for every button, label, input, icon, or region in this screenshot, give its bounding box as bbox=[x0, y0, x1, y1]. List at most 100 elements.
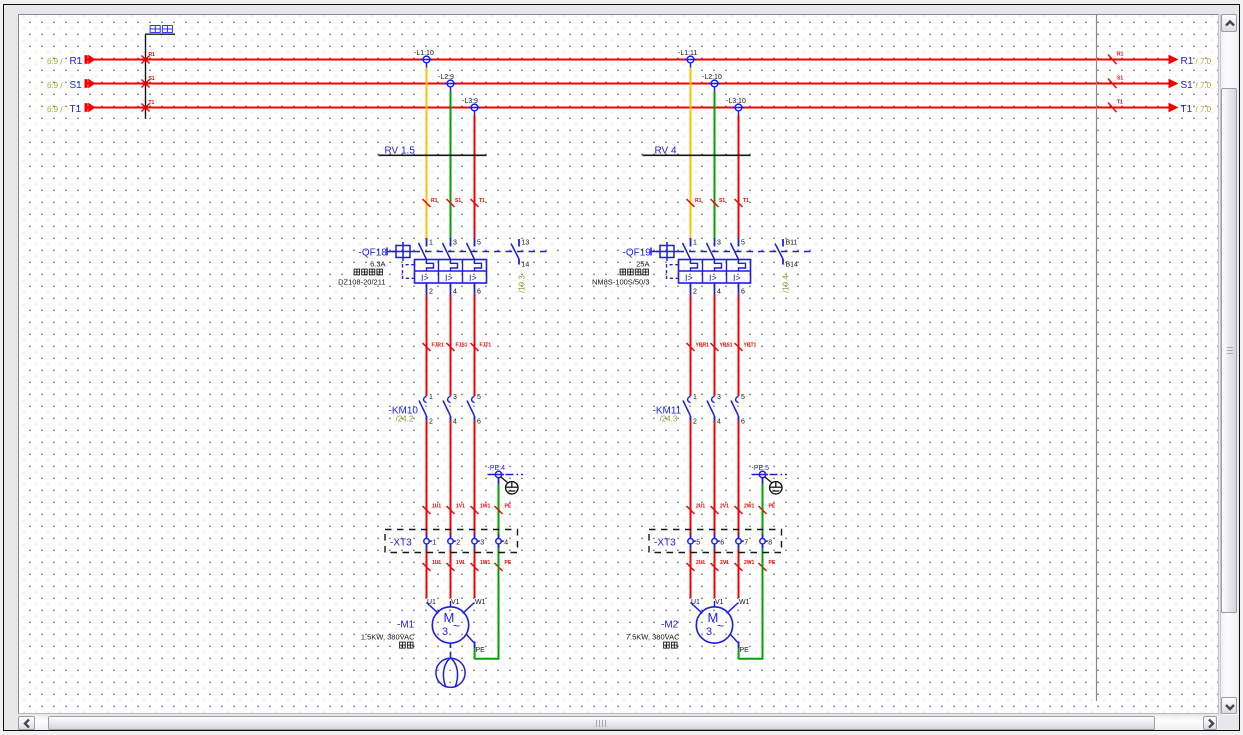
svg-text:4: 4 bbox=[453, 419, 457, 426]
svg-text:S1: S1 bbox=[70, 80, 83, 91]
svg-text:R1: R1 bbox=[149, 52, 156, 58]
svg-text:PE: PE bbox=[769, 560, 776, 566]
svg-text:5: 5 bbox=[696, 540, 700, 547]
svg-text:R1: R1 bbox=[695, 198, 702, 204]
svg-text:-XT3: -XT3 bbox=[390, 537, 412, 548]
svg-text:T1: T1 bbox=[1181, 104, 1193, 115]
svg-text:T1: T1 bbox=[70, 104, 82, 115]
svg-text:YBR1: YBR1 bbox=[696, 342, 710, 348]
svg-text:14: 14 bbox=[522, 261, 530, 268]
svg-text:6: 6 bbox=[477, 289, 481, 296]
svg-text:4: 4 bbox=[717, 419, 721, 426]
svg-text:-PE:5: -PE:5 bbox=[752, 465, 770, 472]
svg-text:S1: S1 bbox=[1117, 76, 1123, 82]
svg-text:2: 2 bbox=[429, 419, 433, 426]
svg-text:S1: S1 bbox=[719, 198, 725, 204]
svg-text:T1: T1 bbox=[1117, 100, 1123, 106]
svg-text:3: 3 bbox=[453, 240, 457, 247]
svg-text:-M2: -M2 bbox=[661, 620, 679, 631]
svg-text:YBS1: YBS1 bbox=[720, 342, 733, 348]
svg-text:RV 4: RV 4 bbox=[655, 146, 677, 157]
svg-text:3: 3 bbox=[480, 540, 484, 547]
svg-text:13: 13 bbox=[522, 240, 530, 247]
svg-text:2V1: 2V1 bbox=[720, 560, 729, 566]
svg-text:R1: R1 bbox=[70, 56, 83, 67]
svg-text:I>: I> bbox=[709, 273, 717, 283]
svg-text:-L2:9: -L2:9 bbox=[438, 74, 454, 81]
svg-text:/24.3: /24.3 bbox=[660, 415, 678, 424]
svg-text:4: 4 bbox=[453, 289, 457, 296]
svg-text:U1: U1 bbox=[427, 599, 436, 606]
svg-text:M: M bbox=[708, 610, 719, 625]
svg-text:S1: S1 bbox=[455, 198, 461, 204]
svg-text:1: 1 bbox=[693, 240, 697, 247]
svg-text:M: M bbox=[444, 610, 455, 625]
svg-text:I>: I> bbox=[445, 273, 453, 283]
svg-text:PE: PE bbox=[740, 647, 750, 654]
svg-text:~: ~ bbox=[717, 619, 724, 633]
svg-text:6.3A: 6.3A bbox=[370, 260, 385, 269]
svg-text:NM8S-100S/50/3: NM8S-100S/50/3 bbox=[592, 278, 650, 287]
svg-text:FJS1: FJS1 bbox=[456, 342, 468, 348]
svg-text:1: 1 bbox=[429, 240, 433, 247]
svg-text:V1: V1 bbox=[451, 599, 460, 606]
svg-text:I>: I> bbox=[421, 273, 429, 283]
svg-text:-L1:10: -L1:10 bbox=[414, 50, 434, 57]
svg-text:-L2:10: -L2:10 bbox=[702, 74, 722, 81]
svg-text:5: 5 bbox=[741, 394, 745, 401]
svg-text:5: 5 bbox=[741, 240, 745, 247]
svg-text:1.5KW, 380VAC: 1.5KW, 380VAC bbox=[361, 632, 415, 641]
svg-text:2W1: 2W1 bbox=[744, 560, 755, 566]
svg-text:~: ~ bbox=[453, 619, 460, 633]
svg-text:4: 4 bbox=[717, 289, 721, 296]
svg-text:1W1: 1W1 bbox=[480, 503, 491, 509]
svg-text:1: 1 bbox=[429, 394, 433, 401]
svg-text:6: 6 bbox=[720, 540, 724, 547]
svg-text:W1: W1 bbox=[475, 599, 486, 606]
svg-text:6: 6 bbox=[741, 419, 745, 426]
svg-text:S1: S1 bbox=[1181, 80, 1194, 91]
svg-text:RV 1.5: RV 1.5 bbox=[385, 146, 416, 157]
svg-text:/19.3: /19.3 bbox=[518, 275, 527, 293]
svg-text:-M1: -M1 bbox=[397, 620, 415, 631]
svg-text:R1: R1 bbox=[1181, 56, 1194, 67]
svg-text:2U1: 2U1 bbox=[696, 560, 705, 566]
svg-text:2U1: 2U1 bbox=[696, 503, 705, 509]
svg-text:/ 7.0: / 7.0 bbox=[1196, 81, 1212, 90]
svg-text:V1: V1 bbox=[715, 599, 724, 606]
svg-text:/ 7.0: / 7.0 bbox=[1196, 57, 1212, 66]
svg-text:2: 2 bbox=[693, 289, 697, 296]
svg-text:2V1: 2V1 bbox=[720, 503, 729, 509]
svg-text:I>: I> bbox=[469, 273, 477, 283]
svg-text:R1: R1 bbox=[1117, 52, 1124, 58]
svg-text:1V1: 1V1 bbox=[456, 560, 465, 566]
svg-text:DZ108-20/211: DZ108-20/211 bbox=[338, 278, 385, 287]
svg-text:2: 2 bbox=[693, 419, 697, 426]
svg-text:-L3:9: -L3:9 bbox=[462, 98, 478, 105]
svg-text:-KM11: -KM11 bbox=[653, 405, 682, 416]
svg-text:PE: PE bbox=[505, 560, 512, 566]
svg-text:T1: T1 bbox=[149, 100, 155, 106]
svg-text:-QF19: -QF19 bbox=[623, 247, 652, 258]
svg-text:1U1: 1U1 bbox=[432, 503, 441, 509]
svg-text:-KM10: -KM10 bbox=[389, 405, 419, 416]
svg-text:I>: I> bbox=[733, 273, 741, 283]
svg-text:1U1: 1U1 bbox=[432, 560, 441, 566]
svg-text:3: 3 bbox=[453, 394, 457, 401]
svg-text:FJR1: FJR1 bbox=[432, 342, 444, 348]
svg-text:5: 5 bbox=[477, 394, 481, 401]
svg-text:1: 1 bbox=[693, 394, 697, 401]
svg-text:W1: W1 bbox=[739, 599, 750, 606]
svg-text:T1: T1 bbox=[743, 198, 749, 204]
svg-text:3: 3 bbox=[706, 626, 712, 638]
svg-text:3: 3 bbox=[717, 240, 721, 247]
svg-text:6: 6 bbox=[477, 419, 481, 426]
svg-text:4: 4 bbox=[504, 540, 508, 547]
svg-text:YBT1: YBT1 bbox=[744, 342, 757, 348]
svg-text:B11: B11 bbox=[786, 240, 798, 247]
svg-text:7: 7 bbox=[744, 540, 748, 547]
svg-text:6:9 /: 6:9 / bbox=[47, 57, 63, 66]
svg-text:2: 2 bbox=[456, 540, 460, 547]
svg-text:S1: S1 bbox=[149, 76, 155, 82]
svg-text:T1: T1 bbox=[479, 198, 485, 204]
